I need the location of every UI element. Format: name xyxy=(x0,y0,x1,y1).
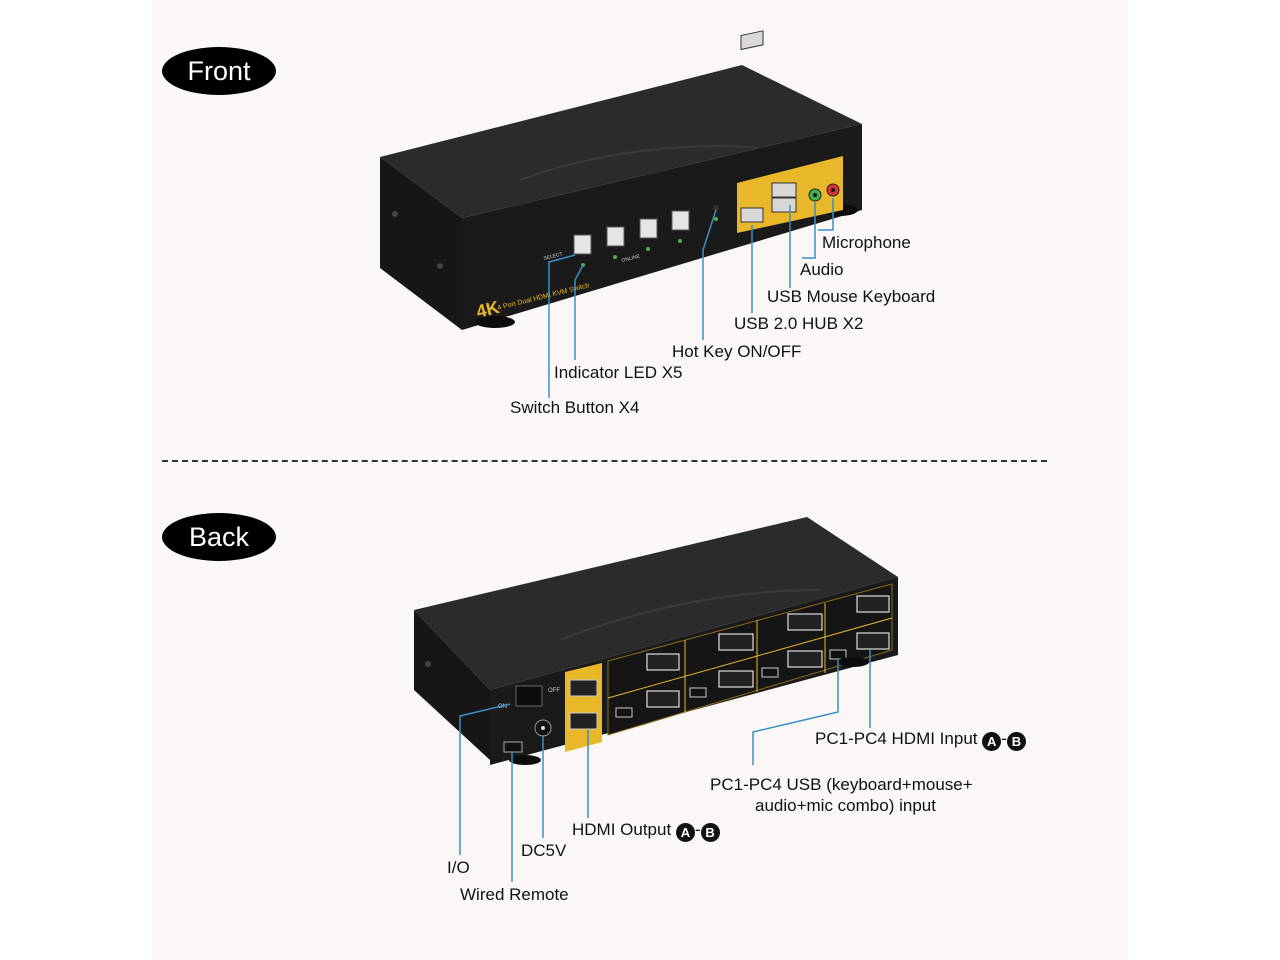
front-section-title: Front xyxy=(187,55,251,86)
label-usb-input-line1: PC1-PC4 USB (keyboard+mouse+ xyxy=(710,775,973,794)
label-hdmi-output: HDMI Output A-B xyxy=(572,820,720,842)
label-io: I/O xyxy=(447,858,470,877)
device-front-online-text: ONLINE xyxy=(621,253,641,263)
label-switch-button: Switch Button X4 xyxy=(510,398,640,417)
label-indicator-led: Indicator LED X5 xyxy=(554,363,683,382)
label-usb-hub: USB 2.0 HUB X2 xyxy=(734,314,864,333)
circle-a-icon: A xyxy=(675,823,695,842)
device-back-on-text: ON xyxy=(498,704,507,710)
dash-sep: - xyxy=(1001,729,1007,748)
back-kvm-device-image: ON OFF xyxy=(414,517,898,882)
label-audio: Audio xyxy=(800,260,844,279)
label-usb-input-line2: audio+mic combo) input xyxy=(755,796,936,815)
section-divider xyxy=(162,460,1047,462)
dash-sep: - xyxy=(694,820,701,839)
device-back-off-text: OFF xyxy=(548,688,560,694)
front-kvm-device-image: 4K 4 Port Dual HDMI KVM Switch SELECT ON… xyxy=(380,30,862,398)
label-microphone: Microphone xyxy=(822,233,911,252)
back-section-pill: Back xyxy=(162,513,276,561)
circle-b-icon: B xyxy=(700,823,720,842)
label-hdmi-input: PC1-PC4 HDMI Input A-B xyxy=(815,729,1026,751)
back-section-title: Back xyxy=(188,521,250,552)
label-hdmi-output-text: HDMI Output xyxy=(572,820,672,839)
circle-b-icon: B xyxy=(1006,732,1026,751)
front-section-pill: Front xyxy=(162,47,276,95)
label-hot-key: Hot Key ON/OFF xyxy=(672,342,802,361)
circle-a-icon: A xyxy=(982,732,1002,751)
back-leader-lines xyxy=(459,650,871,882)
device-front-select-text: SELECT xyxy=(543,251,563,262)
label-wired-remote: Wired Remote xyxy=(460,885,569,904)
label-dc5v: DC5V xyxy=(521,841,567,860)
front-leader-lines xyxy=(548,198,834,398)
label-hdmi-input-text: PC1-PC4 HDMI Input xyxy=(815,729,978,748)
label-usb-mouse-keyboard: USB Mouse Keyboard xyxy=(767,287,936,306)
